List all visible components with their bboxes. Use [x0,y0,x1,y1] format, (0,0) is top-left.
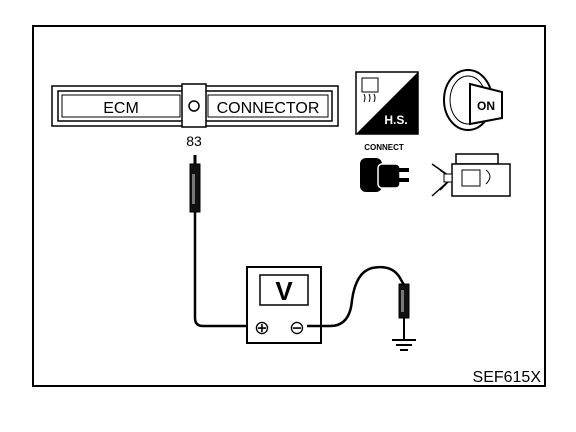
ecm-connector: ECM CONNECTOR [51,83,339,128]
engine-icon [431,153,511,197]
figure-frame [32,25,546,387]
positive-terminal: ⊕ [254,318,270,339]
ground-symbol [392,339,416,351]
ignition-on-icon: ON [443,69,503,131]
negative-lead [307,265,410,340]
terminal-pin [188,100,200,112]
meter-symbol: V [275,276,293,306]
ignition-on-label: ON [477,99,495,113]
hot-soak-icon: H.S. [355,71,419,135]
terminal-number: 83 [186,133,202,149]
connect-label: CONNECT [364,143,404,152]
connect-icon: CONNECT [360,143,409,192]
hot-soak-label: H.S. [384,113,407,127]
connector-name-label: CONNECTOR [217,100,320,117]
positive-probe [189,155,250,328]
voltmeter: V ⊕ ⊖ [246,266,322,344]
connector-ecm-label: ECM [103,100,139,117]
negative-terminal: ⊖ [289,318,305,339]
figure-code: SEF615X [473,369,542,386]
